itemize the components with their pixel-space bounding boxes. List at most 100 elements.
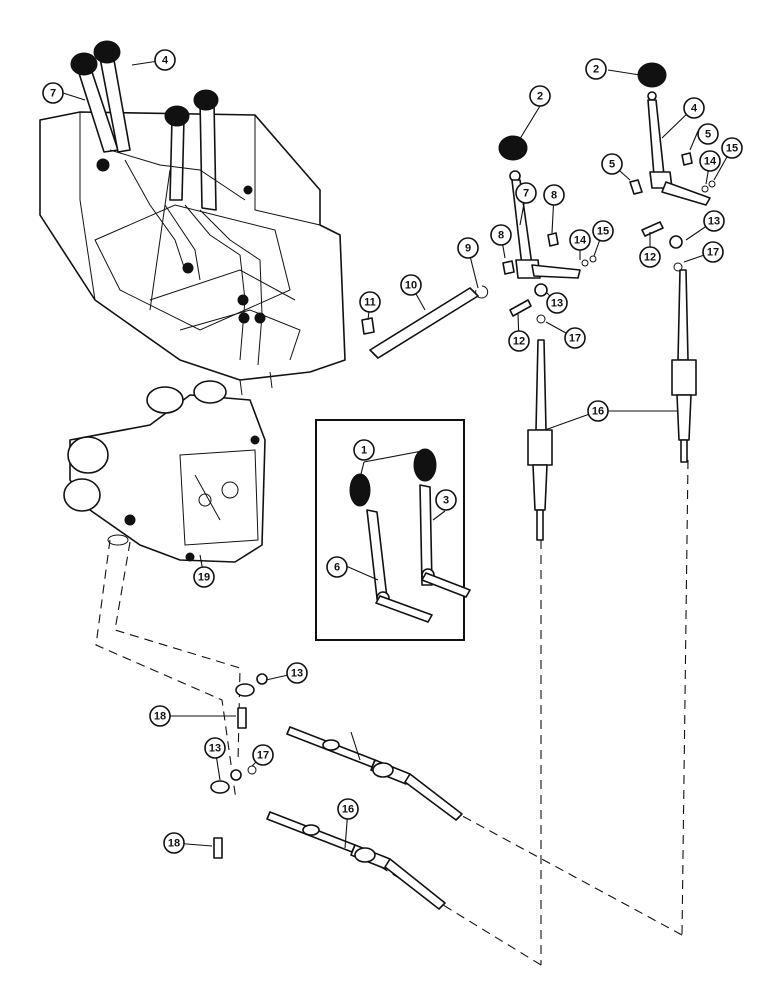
callout-c-17c: 17: [252, 744, 274, 766]
callout-c-2a: 2: [529, 85, 551, 107]
callout-circle: [543, 184, 565, 206]
callout-number: 13: [209, 743, 221, 755]
callout-circle: [359, 291, 381, 313]
callout-c-8a: 8: [543, 184, 565, 206]
lever-console-assembly: [39, 40, 346, 396]
callout-c-19: 19: [193, 566, 215, 588]
callout-c-4b: 4: [683, 97, 705, 119]
callout-c-1: 1: [353, 439, 375, 461]
callout-number: 7: [523, 188, 529, 200]
callout-c-3: 3: [435, 489, 457, 511]
callout-number: 7: [50, 88, 56, 100]
callout-circle: [42, 82, 64, 104]
callout-c-5a: 5: [601, 153, 623, 175]
callout-circle: [601, 153, 623, 175]
callout-c-17a: 17: [702, 241, 724, 263]
callout-circle: [702, 241, 724, 263]
callout-c-10: 10: [400, 274, 422, 296]
callout-number: 14: [704, 156, 717, 168]
callout-number: 15: [597, 226, 609, 238]
callout-c-15b: 15: [592, 220, 614, 242]
callout-c-13c: 13: [286, 662, 308, 684]
callout-circle: [337, 798, 359, 820]
callout-circle: [154, 49, 176, 71]
callout-number: 18: [154, 711, 166, 723]
callout-c-12a: 12: [639, 246, 661, 268]
callout-number: 6: [334, 562, 340, 574]
callout-circle: [592, 220, 614, 242]
lower-cables: [266, 726, 463, 910]
callout-circle: [569, 229, 591, 251]
callout-c-13b: 13: [546, 292, 568, 314]
callout-circle: [435, 489, 457, 511]
callout-circle: [400, 274, 422, 296]
callout-c-16a: 16: [587, 400, 609, 422]
callout-circle: [193, 566, 215, 588]
callout-c-18b: 18: [163, 832, 185, 854]
callout-circle: [546, 292, 568, 314]
callout-number: 8: [551, 190, 557, 202]
callout-number: 5: [609, 159, 615, 171]
callout-number: 2: [537, 91, 543, 103]
callout-c-11: 11: [359, 291, 381, 313]
callout-number: 4: [691, 103, 698, 115]
callout-c-2b: 2: [585, 58, 607, 80]
inset-alternate-levers: [315, 419, 471, 641]
callout-circle: [252, 744, 274, 766]
callout-c-7a: 7: [42, 82, 64, 104]
callout-number: 12: [644, 252, 656, 264]
callout-circle: [529, 85, 551, 107]
callout-c-16b: 16: [337, 798, 359, 820]
callout-number: 13: [291, 668, 303, 680]
callout-c-18a: 18: [149, 705, 171, 727]
callout-c-14b: 14: [569, 229, 591, 251]
callout-c-4a: 4: [154, 49, 176, 71]
callout-number: 5: [705, 129, 711, 141]
callout-circle: [326, 556, 348, 578]
callout-c-8b: 8: [490, 224, 512, 246]
callout-number: 4: [162, 55, 169, 67]
exploded-lever-parts: [361, 62, 716, 359]
callout-circle: [697, 123, 719, 145]
callout-circle: [683, 97, 705, 119]
callout-circle: [564, 327, 586, 349]
callout-number: 13: [708, 216, 720, 228]
callout-circle: [286, 662, 308, 684]
control-valve: [63, 380, 266, 563]
callout-circle: [457, 237, 479, 259]
callout-c-13a: 13: [703, 210, 725, 232]
callout-circle: [587, 400, 609, 422]
callout-number: 17: [257, 750, 269, 762]
callout-c-5b: 5: [697, 123, 719, 145]
callout-c-6: 6: [326, 556, 348, 578]
callout-number: 10: [405, 280, 417, 292]
callout-number: 18: [168, 838, 180, 850]
callout-circle: [721, 137, 743, 159]
callout-circle: [163, 832, 185, 854]
callout-circle: [639, 246, 661, 268]
callout-c-7b: 7: [515, 182, 537, 204]
callout-circle: [585, 58, 607, 80]
callout-circle: [204, 737, 226, 759]
callout-number: 11: [364, 297, 376, 309]
callout-number: 8: [498, 230, 504, 242]
callout-circle: [508, 330, 530, 352]
callout-number: 1: [361, 445, 367, 457]
callout-circle: [699, 150, 721, 172]
callout-number: 16: [342, 804, 354, 816]
callout-circle: [353, 439, 375, 461]
callout-number: 17: [569, 333, 581, 345]
callout-number: 17: [707, 247, 719, 259]
lower-linkage-hardware: [210, 673, 268, 859]
callout-number: 14: [574, 235, 587, 247]
callout-number: 9: [465, 243, 471, 255]
callout-number: 19: [198, 572, 210, 584]
callout-number: 16: [592, 406, 604, 418]
callout-number: 15: [726, 143, 738, 155]
callout-c-13d: 13: [204, 737, 226, 759]
callout-c-17b: 17: [564, 327, 586, 349]
callout-circle: [149, 705, 171, 727]
callout-circle: [703, 210, 725, 232]
